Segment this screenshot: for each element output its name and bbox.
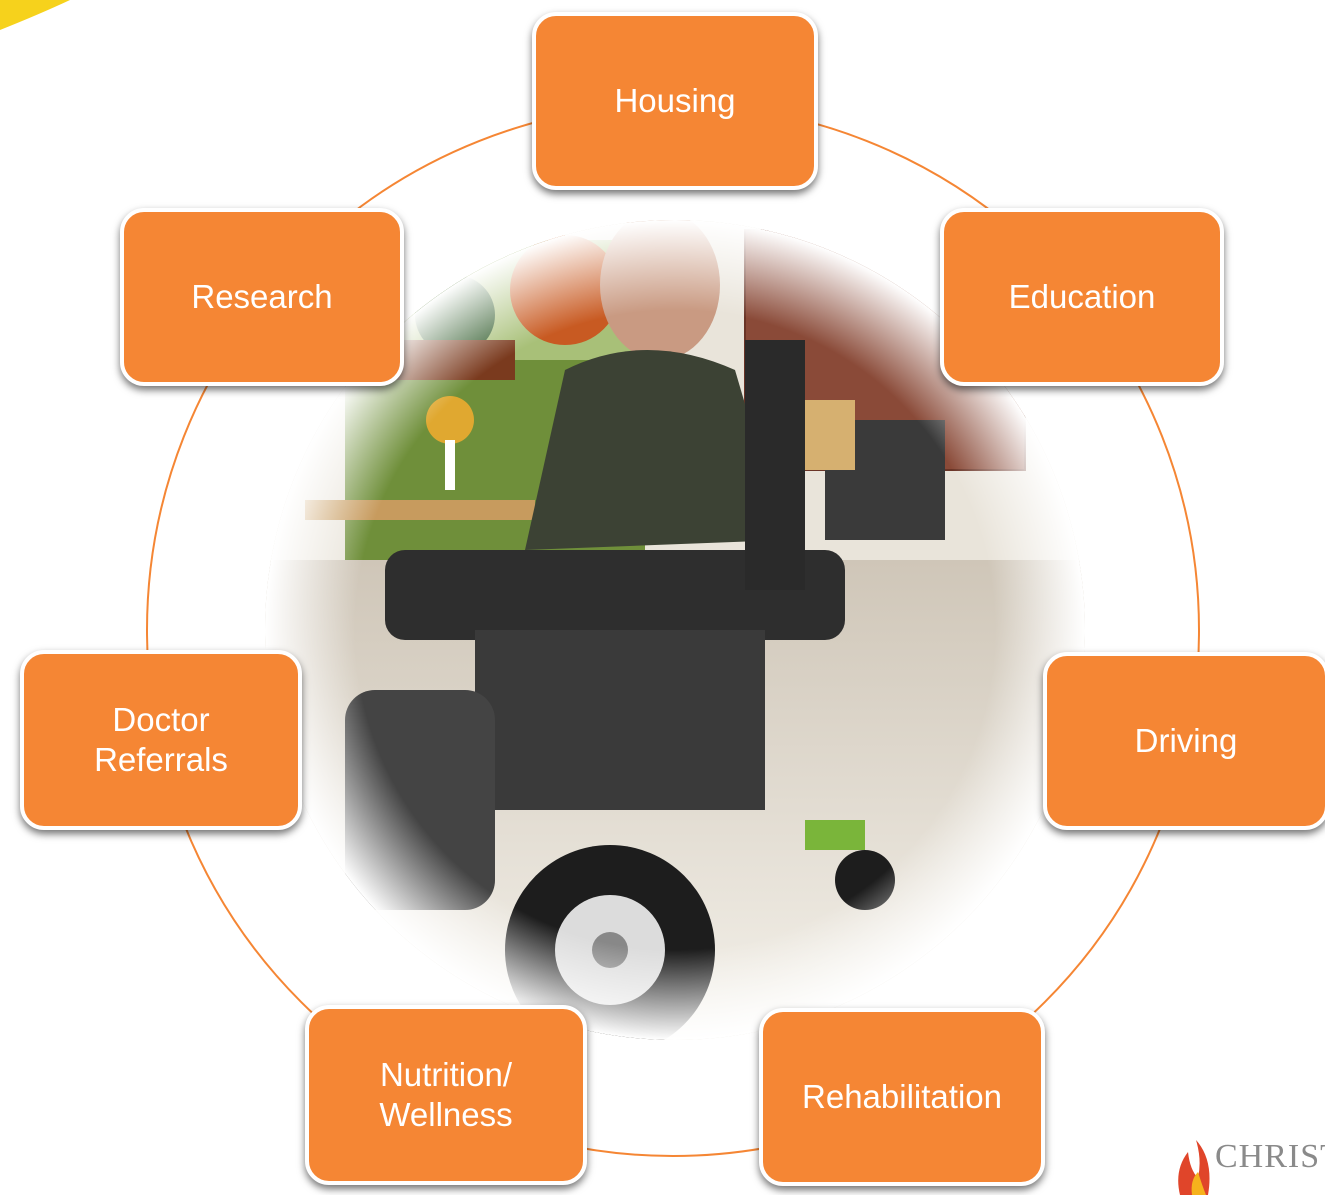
node-housing-label: Housing [614,82,736,120]
node-nutrition-wellness: Nutrition/ Wellness [305,1005,587,1185]
node-research-label: Research [191,278,333,316]
node-driving-label: Driving [1134,722,1238,760]
node-housing: Housing [532,12,818,190]
node-rehabilitation-label: Rehabilitation [802,1078,1002,1116]
node-education-label: Education [1008,278,1156,316]
node-research: Research [120,208,404,386]
node-doctor-referrals: Doctor Referrals [20,650,302,830]
node-doctor-referrals-label: Doctor Referrals [94,701,228,778]
corner-accent [0,0,70,30]
node-rehabilitation: Rehabilitation [759,1008,1045,1186]
logo-text: CHRIST [1215,1138,1325,1175]
logo-flame-icon [1178,1140,1210,1195]
central-photo [265,220,1085,1040]
node-nutrition-wellness-label: Nutrition/ Wellness [379,1056,513,1133]
node-education: Education [940,208,1224,386]
node-driving: Driving [1043,652,1325,830]
